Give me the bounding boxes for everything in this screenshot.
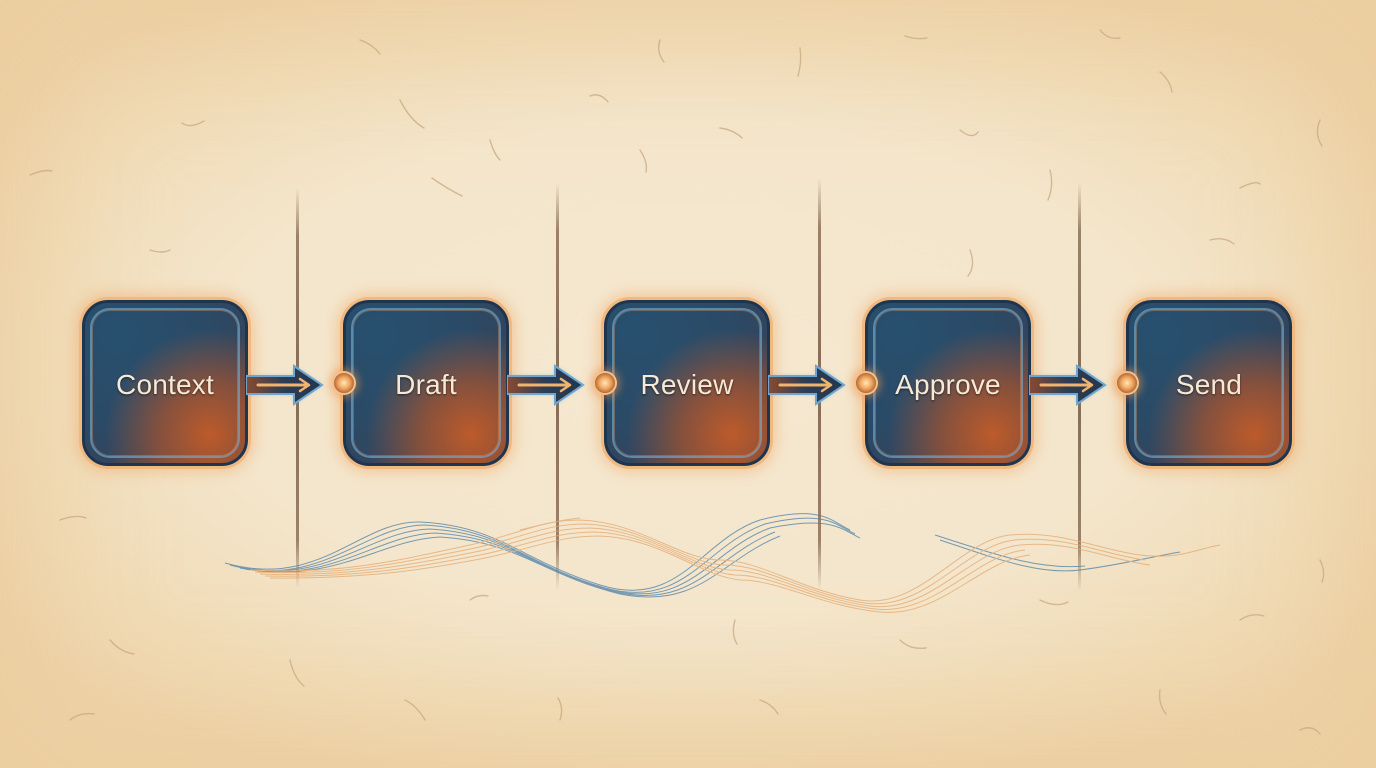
step-draft[interactable]: Draft	[343, 300, 509, 466]
step-label: Send	[1175, 369, 1243, 400]
step-inner-border	[90, 308, 240, 458]
arrow-right-icon	[1029, 364, 1107, 406]
arrow-right-icon	[768, 364, 846, 406]
step-label: Context	[116, 369, 214, 400]
step-label: Review	[640, 369, 734, 400]
step-context[interactable]: Context	[82, 300, 248, 466]
step-approve[interactable]: Approve	[865, 300, 1031, 466]
input-port-dot-icon	[332, 371, 356, 395]
step-label: Draft	[395, 369, 457, 400]
step-label: Approve	[895, 369, 1001, 400]
step-review[interactable]: Review	[604, 300, 770, 466]
input-port-dot-icon	[854, 371, 878, 395]
input-port-dot-icon	[1115, 371, 1139, 395]
arrow-right-icon	[246, 364, 324, 406]
step-send[interactable]: Send	[1126, 300, 1292, 466]
input-port-dot-icon	[593, 371, 617, 395]
arrow-right-icon	[507, 364, 585, 406]
